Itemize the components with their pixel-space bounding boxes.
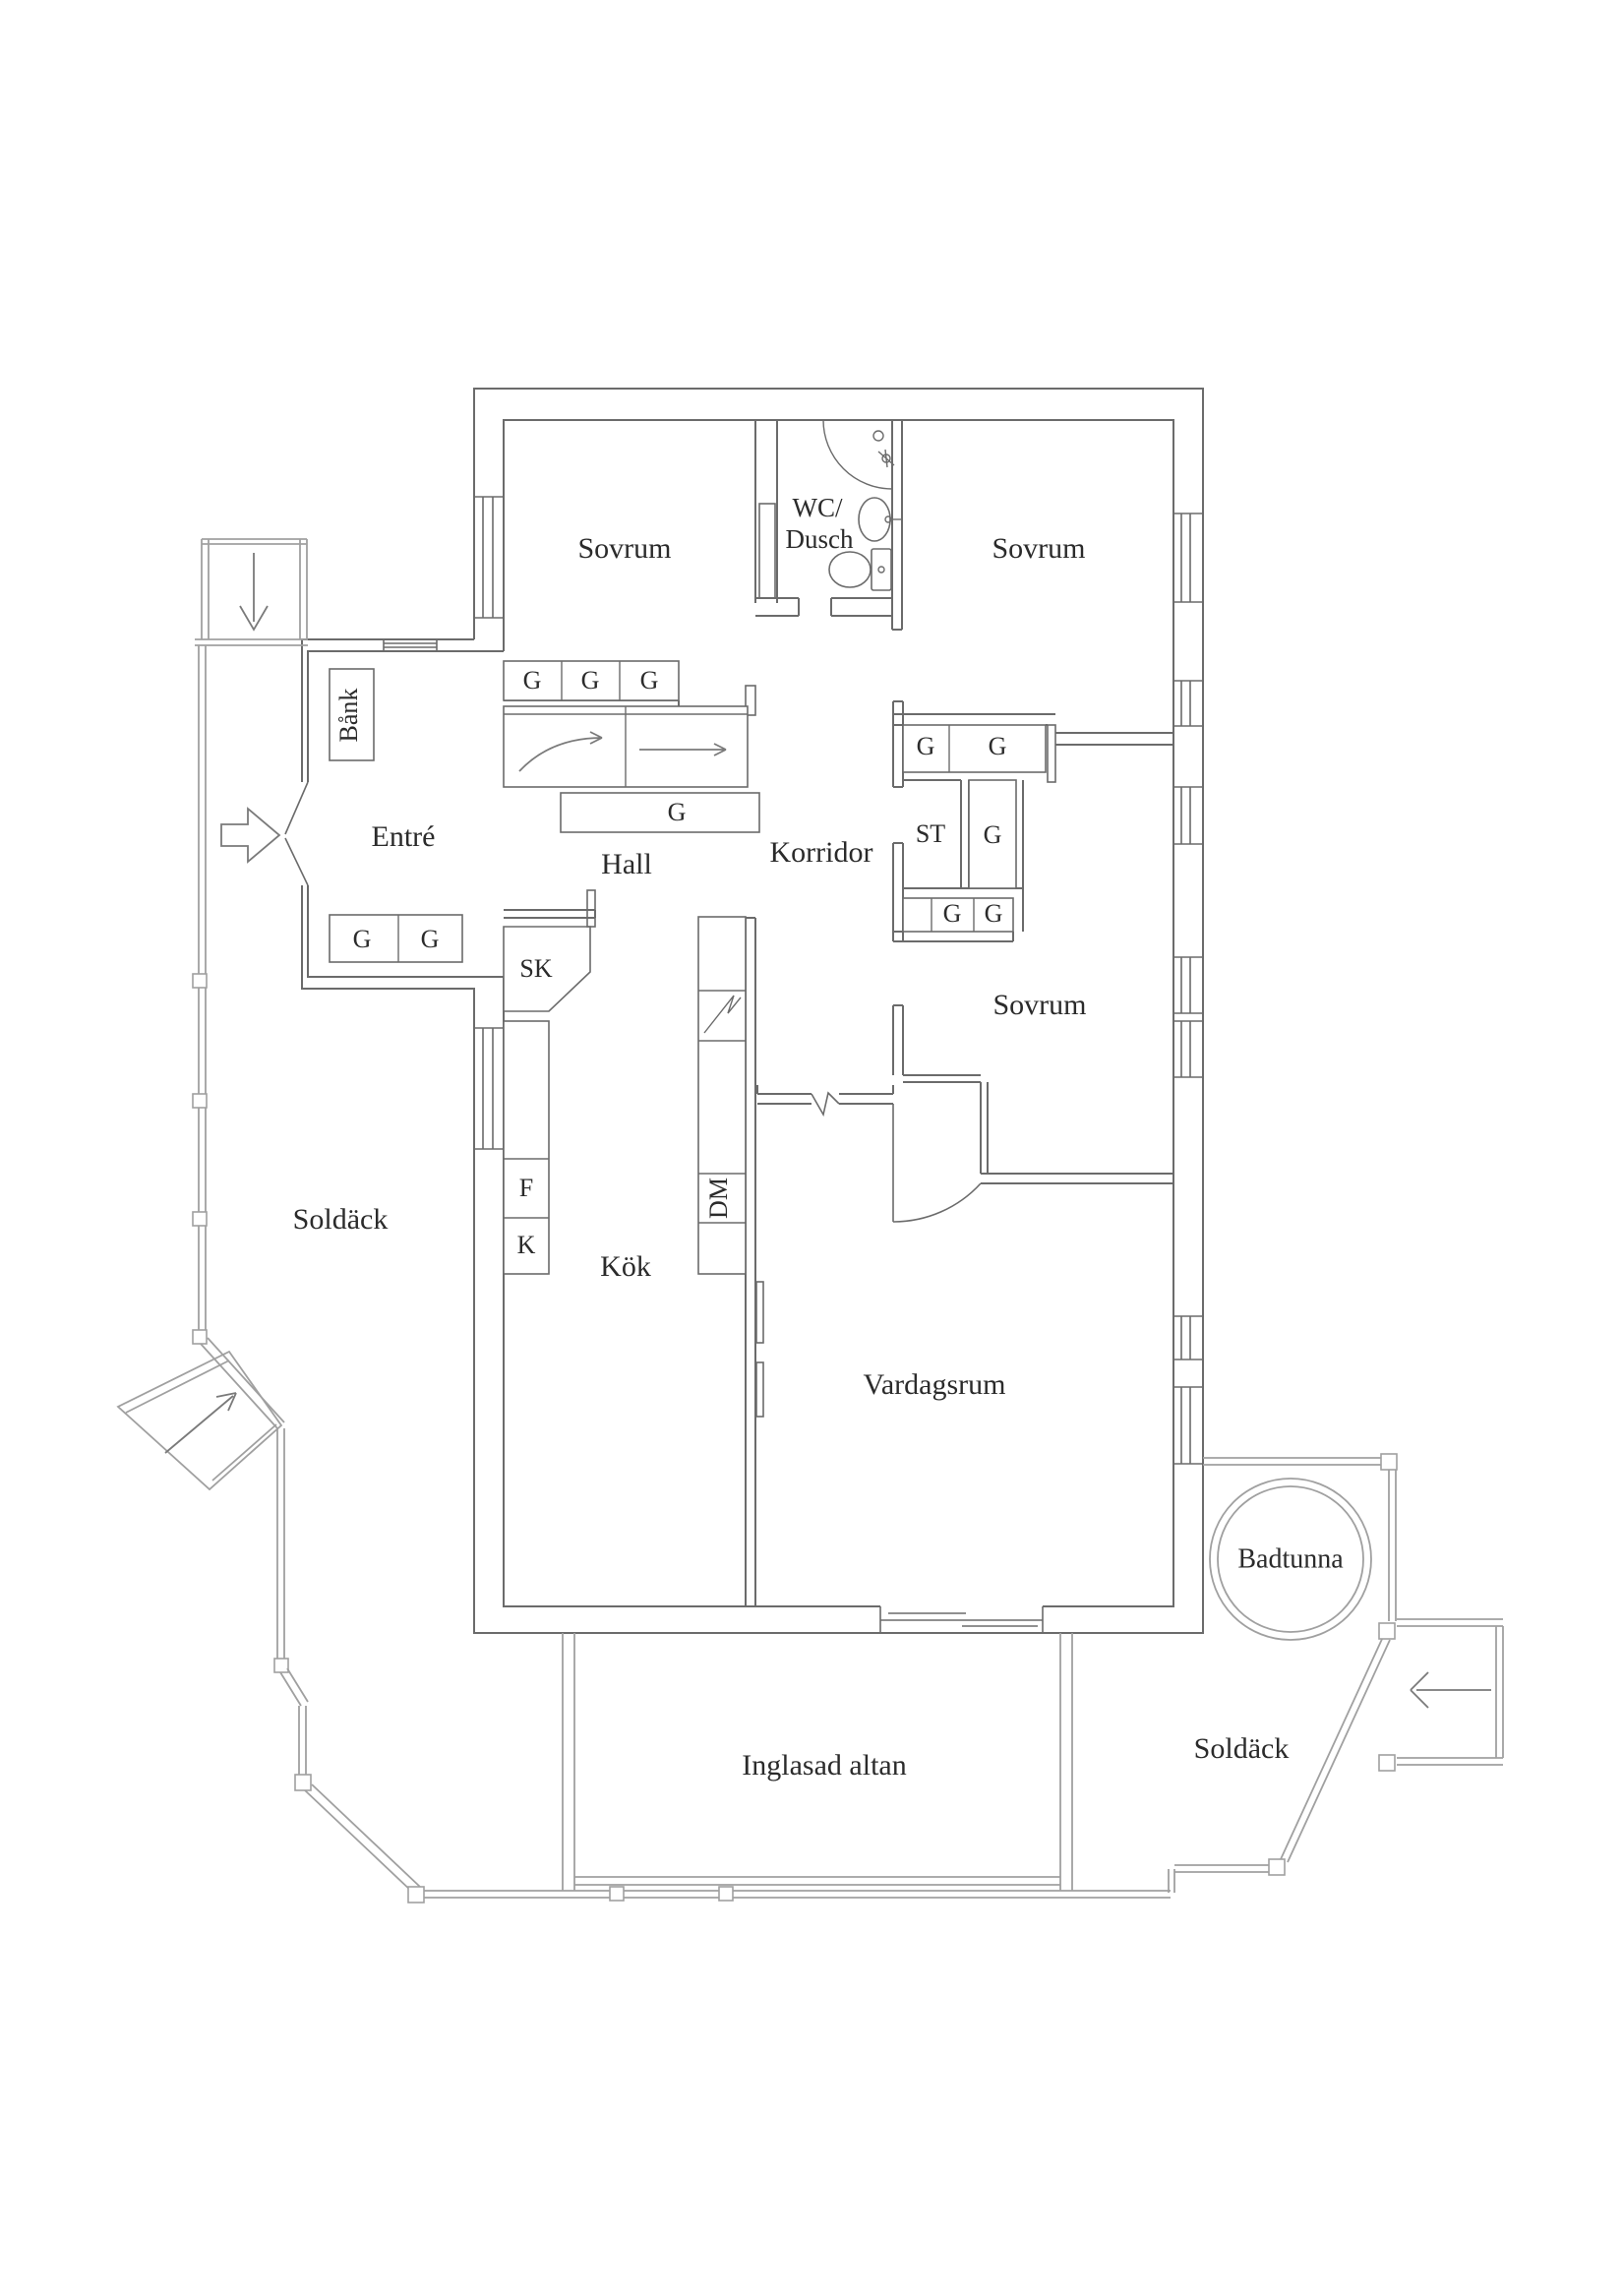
room-label-sovrum-1: Sovrum — [577, 532, 671, 565]
badtunna-hot-tub — [1209, 1478, 1372, 1641]
entry-arrow-icon — [220, 807, 281, 864]
room-label-hall: Hall — [601, 848, 652, 880]
wall-opening-break-icon — [811, 1091, 840, 1118]
closet-label-g5: G — [989, 732, 1007, 760]
closet-ggg-sovrum1 — [503, 660, 680, 701]
closet-label-g10: G — [353, 925, 372, 953]
toilet-icon — [828, 548, 892, 591]
room-label-inglasad-altan: Inglasad altan — [742, 1749, 906, 1782]
closet-label-g1: G — [523, 666, 542, 695]
closets-and-units — [329, 660, 1047, 1275]
closet-gg-entre — [329, 914, 463, 963]
closet-label-sk: SK — [519, 954, 552, 983]
closet-label-g11: G — [421, 925, 440, 953]
stairs-bottom-left — [116, 1350, 283, 1491]
fixture-label-k: K — [517, 1231, 536, 1259]
decks-and-railings — [116, 538, 1504, 1903]
wc-pocket-door[interactable] — [758, 503, 776, 599]
main-entrance[interactable] — [220, 781, 309, 886]
room-label-wc-line2: Dusch — [786, 524, 854, 554]
interior-walls — [504, 420, 1173, 1606]
ramp-down-arrow-icon — [239, 553, 269, 632]
fixture-label-bank: Bånk — [334, 689, 363, 743]
sink-icon — [858, 497, 901, 542]
closet-gg-korridor — [902, 897, 1014, 933]
sovrum3-door[interactable] — [892, 1104, 982, 1223]
room-label-sovrum-2: Sovrum — [992, 532, 1085, 565]
entrance-ramp — [195, 538, 308, 646]
room-label-wc-line1: WC/ — [793, 493, 843, 522]
closet-label-st: ST — [916, 819, 945, 848]
bench-bank — [329, 668, 375, 761]
room-label-korridor: Korridor — [770, 836, 873, 869]
closet-label-g8: G — [943, 899, 962, 928]
bathroom-fixtures — [822, 419, 901, 591]
closet-label-g3: G — [640, 666, 659, 695]
room-label-sovrum-3: Sovrum — [992, 989, 1086, 1021]
closet-label-g6: G — [668, 798, 687, 826]
closet-sk — [503, 889, 596, 1012]
room-label-kok: Kök — [600, 1250, 651, 1283]
lightning-icon — [703, 995, 742, 1034]
closet-gg-sovrum2 — [902, 724, 1047, 773]
sliding-door-arrows-icon — [518, 731, 727, 772]
kitchen-tall-unit — [697, 916, 747, 1275]
room-label-soldack-right: Soldäck — [1194, 1732, 1290, 1765]
fixture-label-dm: DM — [704, 1178, 733, 1219]
shower-corner-icon — [822, 419, 893, 490]
fixture-label-f: F — [519, 1174, 533, 1202]
sliding-panel[interactable] — [755, 1281, 764, 1344]
stairs-up-arrow-icon — [164, 1392, 237, 1454]
glazed-porch-walls — [562, 1633, 1073, 1891]
sliding-wardrobe-hall[interactable] — [503, 705, 749, 788]
closet-label-g4: G — [917, 732, 935, 760]
exit-left-arrow-icon — [1410, 1671, 1491, 1709]
room-label-vardagsrum: Vardagsrum — [864, 1368, 1006, 1401]
floor-drain-icon — [872, 430, 884, 442]
closet-label-g9: G — [985, 899, 1003, 928]
kitchen-counter — [503, 1020, 550, 1275]
fixture-label-badtunna: Badtunna — [1237, 1543, 1344, 1574]
closet-label-g2: G — [581, 666, 600, 695]
sliding-door-vardagsrum[interactable] — [879, 1606, 1044, 1633]
room-label-entre: Entré — [372, 820, 436, 853]
closet-label-g7: G — [984, 820, 1002, 849]
room-label-soldack-left: Soldäck — [293, 1203, 389, 1236]
sliding-panel[interactable] — [755, 1361, 764, 1418]
closet-g-st — [968, 779, 1017, 889]
closet-g-hall — [560, 792, 760, 833]
windows — [383, 496, 1203, 1465]
shower-mixer-icon — [877, 449, 895, 468]
steps-right — [1378, 1618, 1504, 1772]
